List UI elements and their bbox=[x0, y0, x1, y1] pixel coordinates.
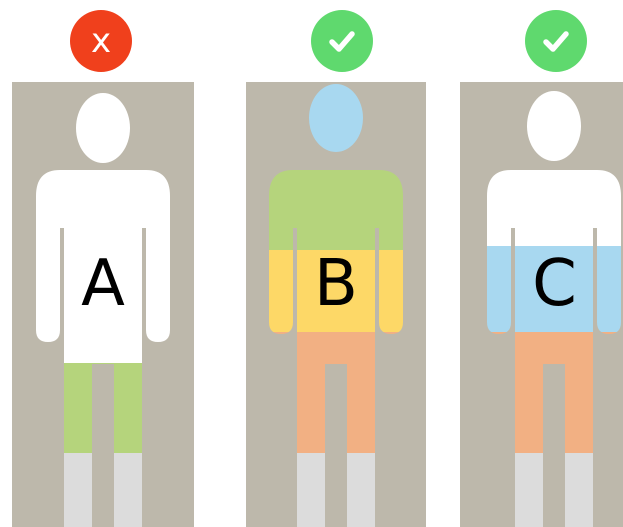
figure-letter-a: A bbox=[12, 246, 194, 322]
correct-badge-c bbox=[525, 10, 587, 72]
figure-panel-c: C bbox=[460, 82, 623, 527]
figure-letter-b: B bbox=[246, 246, 426, 322]
figure-panel-a: A bbox=[12, 82, 194, 527]
check-icon bbox=[539, 24, 573, 58]
x-icon: x bbox=[91, 24, 111, 58]
check-icon bbox=[325, 24, 359, 58]
incorrect-badge-a: x bbox=[70, 10, 132, 72]
correct-badge-b bbox=[311, 10, 373, 72]
figure-letter-c: C bbox=[473, 246, 623, 322]
figure-panel-b: B bbox=[246, 82, 426, 527]
